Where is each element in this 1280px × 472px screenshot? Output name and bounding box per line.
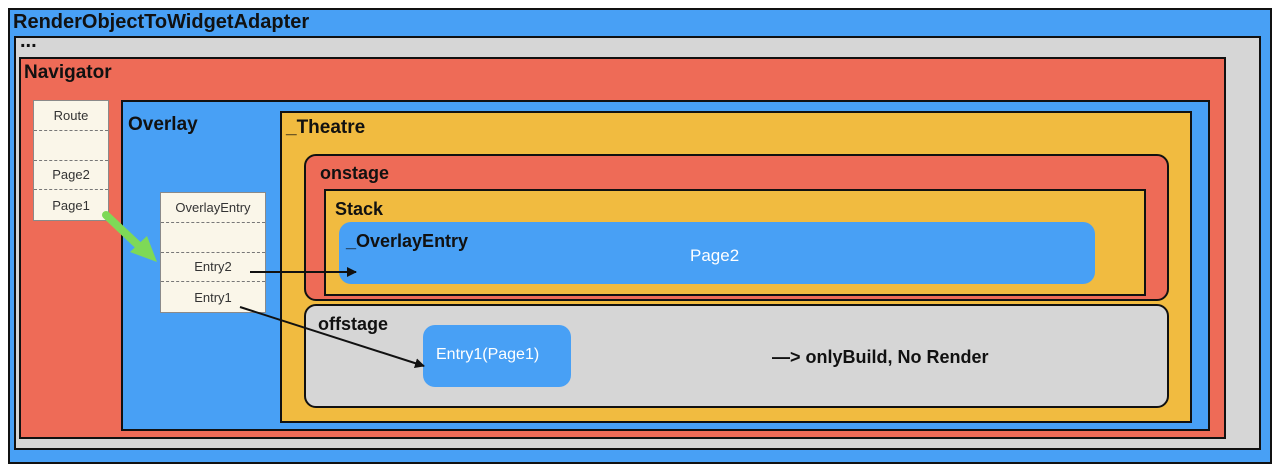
route-stack-cell: Page2 xyxy=(34,161,108,191)
ellipsis-label: ... xyxy=(20,30,37,52)
overlay-entries-cell: OverlayEntry xyxy=(161,193,265,223)
offstage-note: —> onlyBuild, No Render xyxy=(772,347,989,367)
arrow-entry1-to-offstage xyxy=(239,306,425,369)
route-stack-table: Route Page2 Page1 xyxy=(33,100,109,221)
overlay-entries-cell: Entry1 xyxy=(194,289,232,305)
overlay-entry-page2-box xyxy=(339,222,1095,284)
entry1-page1-box xyxy=(423,325,571,387)
route-stack-cell: Page1 xyxy=(52,197,90,213)
overlay-label: Overlay xyxy=(128,114,198,135)
overlay-entry-content: Page2 xyxy=(690,246,740,265)
render-adapter-label: RenderObjectToWidgetAdapter xyxy=(13,11,310,33)
offstage-label: offstage xyxy=(318,314,389,334)
overlay-entries-cell: Entry2 xyxy=(161,253,265,283)
overlay-entries-table: OverlayEntry Entry2 Entry1 xyxy=(160,192,266,313)
green-arrow xyxy=(102,211,157,262)
theatre-label: _Theatre xyxy=(286,117,366,138)
route-stack-cell xyxy=(34,131,108,161)
navigator-label: Navigator xyxy=(24,62,112,83)
overlay-entry-label: _OverlayEntry xyxy=(346,231,469,251)
onstage-label: onstage xyxy=(320,163,390,183)
overlay-entries-cell xyxy=(161,223,265,253)
route-stack-cell: Route xyxy=(34,101,108,131)
entry1-page1-label: Entry1(Page1) xyxy=(436,346,540,363)
stack-label: Stack xyxy=(335,199,384,219)
